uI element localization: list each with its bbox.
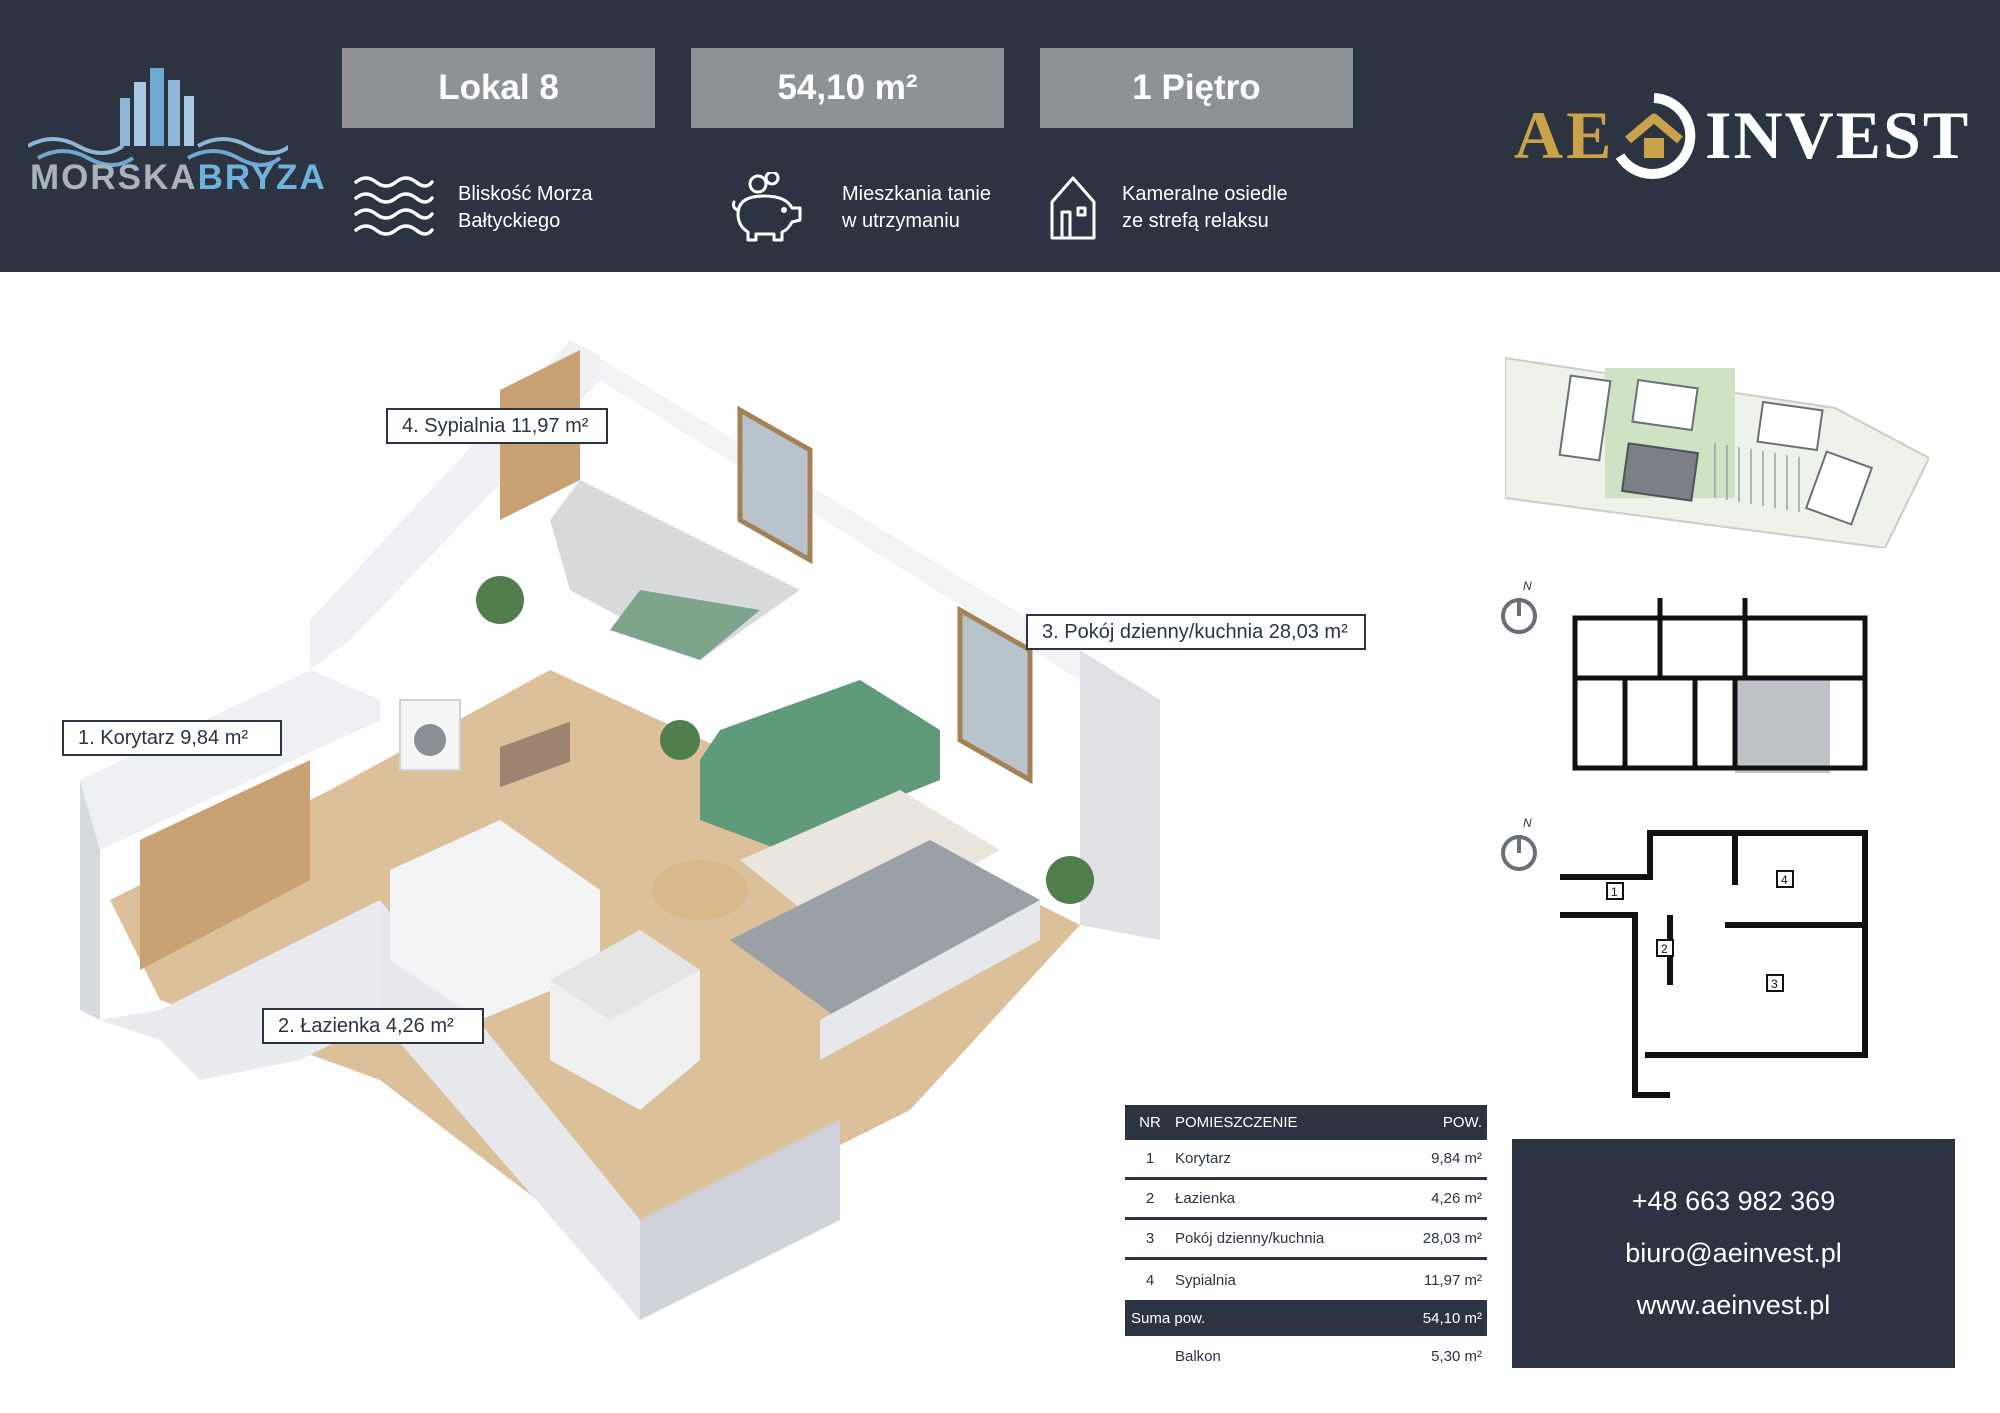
site-map <box>1505 356 1929 548</box>
table-row: 4 Sypialnia 11,97 m² <box>1145 1271 1482 1289</box>
room-label-pokoj: 3. Pokój dzienny/kuchnia 28,03 m² <box>1026 614 1366 650</box>
room-label-lazienka: 2. Łazienka 4,26 m² <box>262 1008 484 1044</box>
building-highlight <box>1620 442 1700 502</box>
header-bar: MORSKABRYZA Lokal 8 54,10 m² 1 Piętro Bl… <box>0 0 2000 272</box>
wall-left-side <box>80 780 100 1020</box>
building-4 <box>1804 450 1874 526</box>
aeinvest-logo-ae: AE <box>1514 97 1615 173</box>
wall-top-right <box>570 340 1080 680</box>
balcony-floor <box>730 840 1040 1020</box>
feature-estate-text: Kameralne osiedle ze strefą relaksu <box>1122 183 1288 232</box>
contact-website[interactable]: www.aeinvest.pl <box>1636 1290 1831 1320</box>
contact-email[interactable]: biuro@aeinvest.pl <box>1625 1238 1842 1268</box>
table-row: 1 Korytarz 9,84 m² <box>1125 1140 1487 1180</box>
area-table: NR POMIESZCZENIE POW. 1 Korytarz 9,84 m²… <box>1125 1105 1487 1376</box>
bathroom-area <box>390 820 600 1020</box>
plant-bedroom <box>476 576 524 624</box>
wall-left <box>80 670 380 850</box>
unit-floor-pill: 1 Piętro <box>1040 48 1353 128</box>
svg-text:4: 4 <box>1781 873 1788 887</box>
site-parking <box>1714 443 1800 512</box>
feature-cheap-text: Mieszkania tanie w utrzymaniu <box>842 183 991 232</box>
waves-icon <box>354 176 434 236</box>
house-circle-icon <box>1615 93 1696 179</box>
contact-box: +48 663 982 369 biuro@aeinvest.pl www.ae… <box>1512 1139 1955 1368</box>
compass-north-label-unit: N <box>1523 816 1532 830</box>
morskabryza-wordmark: MORSKABRYZA <box>30 158 327 197</box>
floor-plan-unit: N 1 2 3 4 <box>1501 816 1868 1098</box>
kitchen-counter-top <box>550 930 700 1020</box>
svg-text:1: 1 <box>1611 885 1618 899</box>
house-icon <box>1050 176 1096 240</box>
bed-blanket <box>610 590 760 660</box>
unit-room-numbers: 1 2 3 4 <box>1606 870 1794 992</box>
wall-right-outer <box>1080 650 1160 940</box>
apartment-3d-plan <box>80 340 1160 1320</box>
table-row: 2 Łazienka 4,26 m² <box>1125 1180 1487 1220</box>
compass-icon <box>1501 598 1537 634</box>
feature-estate: Kameralne osiedle ze strefą relaksu <box>1048 172 1288 244</box>
aeinvest-logo: AE INVEST <box>1510 88 1968 188</box>
compass-north-label: N <box>1523 579 1532 593</box>
unit-number-pill: Lokal 8 <box>342 48 655 128</box>
table-row: 3 Pokój dzienny/kuchnia 28,03 m² <box>1125 1220 1487 1260</box>
plant-balcony <box>1046 856 1094 904</box>
balcony-rail <box>820 900 1040 1060</box>
building-3 <box>1756 400 1824 452</box>
building-1 <box>1558 374 1612 462</box>
floor-walls <box>1572 598 1868 771</box>
header-name: POMIESZCZENIE <box>1175 1114 1298 1131</box>
living-window <box>957 605 1033 785</box>
floor-plan-full: N <box>1501 579 1868 773</box>
morskabryza-logo-mark <box>28 68 288 167</box>
piggy-bank-icon <box>732 172 802 242</box>
unit-area-pill: 54,10 m² <box>691 48 1004 128</box>
washing-machine-door <box>414 724 446 756</box>
bathroom-vanity <box>500 721 570 788</box>
building-2 <box>1631 378 1699 432</box>
header-area: POW. <box>1442 1114 1482 1131</box>
area-table-header: NR POMIESZCZENIE POW. <box>1125 1105 1487 1140</box>
wall-front-bottom-face <box>640 1120 840 1320</box>
feature-sea: Bliskość Morza Bałtyckiego <box>354 172 592 244</box>
compass-icon-unit <box>1501 835 1537 871</box>
table-sum-row: Suma pow. 54,10 m² <box>1125 1300 1487 1336</box>
svg-text:2: 2 <box>1661 942 1668 956</box>
aeinvest-logo-invest: INVEST <box>1705 97 1971 173</box>
dining-table <box>652 860 748 920</box>
wall-front-bottom <box>380 900 640 1320</box>
room-label-korytarz: 1. Korytarz 9,84 m² <box>62 720 282 756</box>
svg-text:3: 3 <box>1771 977 1778 991</box>
unit-walls <box>1560 830 1868 1098</box>
table-balcony-row: Balkon 5,30 m² <box>1175 1347 1482 1365</box>
sofa <box>700 680 940 850</box>
plant-living <box>660 720 700 760</box>
corridor-wood-panel <box>140 760 310 970</box>
feature-sea-text: Bliskość Morza Bałtyckiego <box>458 183 593 232</box>
floor-highlight-unit <box>1735 678 1830 773</box>
feature-cheap: Mieszkania tanie w utrzymaniu <box>728 172 991 244</box>
header-nr: NR <box>1139 1114 1161 1131</box>
bedroom-window <box>737 405 813 565</box>
contact-phone[interactable]: +48 663 982 369 <box>1631 1186 1836 1216</box>
room-label-sypialnia: 4. Sypialnia 11,97 m² <box>386 408 608 444</box>
